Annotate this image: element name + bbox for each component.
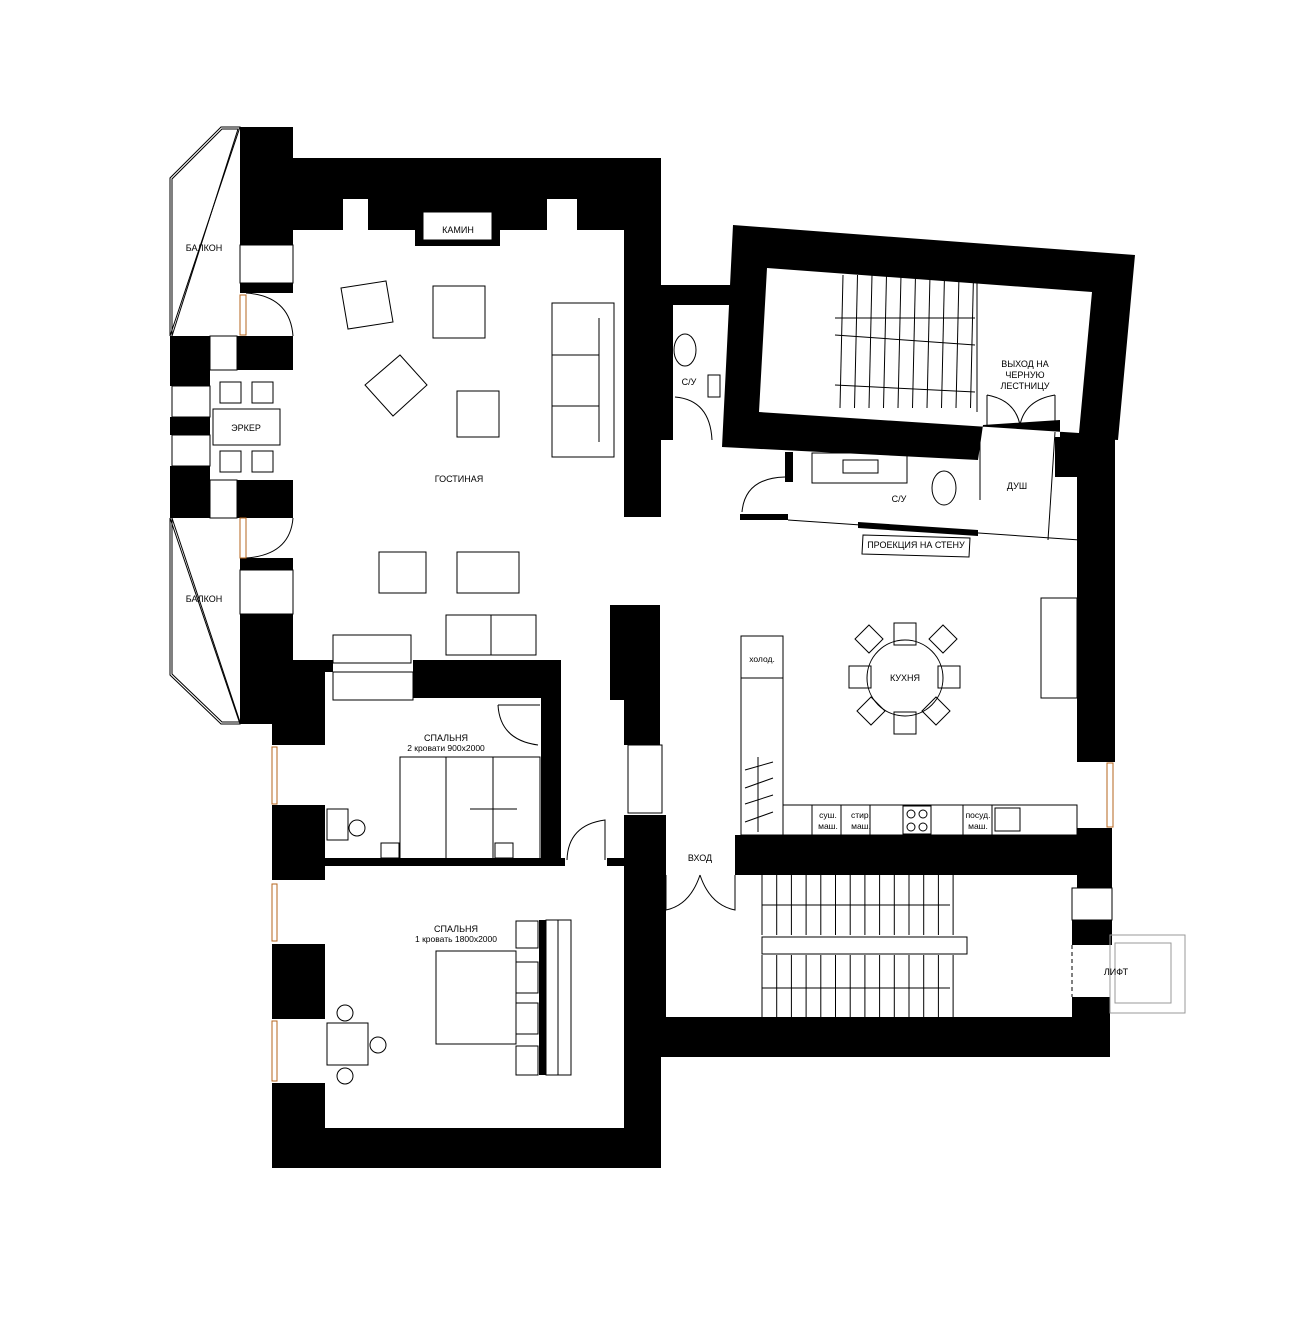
room-labels: БАЛКОН БАЛКОН ЭРКЕР КАМИН ГОСТИНАЯ С/У С…	[186, 225, 1129, 977]
stair-tread	[834, 334, 976, 346]
label-bay: ЭРКЕР	[231, 423, 261, 433]
label-dishwasher-1: посуд.	[966, 810, 991, 820]
label-dishwasher-2: маш.	[968, 821, 988, 831]
label-back-exit-1: ВЫХОД НА	[1001, 359, 1049, 369]
entrance-stair-lift	[665, 874, 1186, 1017]
bedroom-furniture	[271, 704, 606, 1085]
label-wc-main: С/У	[892, 494, 907, 504]
label-washer-1: стир.	[851, 810, 871, 820]
label-bedroom1-title: СПАЛЬНЯ	[424, 733, 468, 743]
label-back-exit-2: ЧЕРНУЮ	[1005, 370, 1044, 380]
label-entrance: ВХОД	[688, 853, 712, 863]
label-projection: ПРОЕКЦИЯ НА СТЕНУ	[867, 540, 965, 550]
label-lift: ЛИФТ	[1104, 967, 1129, 977]
stair-landing	[761, 936, 968, 955]
stair-tread	[834, 384, 976, 393]
label-living-room: ГОСТИНАЯ	[435, 474, 484, 484]
walls	[170, 127, 1135, 1168]
label-bedroom2-title: СПАЛЬНЯ	[434, 924, 478, 934]
main-wc-fixtures	[741, 394, 1081, 558]
stair-tread	[839, 274, 844, 409]
label-balcony-top: БАЛКОН	[186, 243, 222, 253]
label-back-exit-3: ЛЕСТНИЦУ	[1001, 381, 1050, 391]
label-shower: ДУШ	[1007, 481, 1027, 491]
label-washer-2: маш.	[851, 821, 871, 831]
living-furniture	[332, 199, 615, 701]
label-wc-small: С/У	[682, 377, 697, 387]
balconies	[169, 126, 294, 725]
label-bedroom1-sub: 2 кровати 900x2000	[407, 743, 485, 753]
stair-tread	[854, 274, 858, 409]
label-fridge: холод.	[749, 654, 775, 664]
stair-tread	[941, 274, 945, 409]
stair-tread	[883, 274, 887, 409]
small-wc-fixtures	[673, 333, 721, 441]
label-bedroom2-sub: 1 кровать 1800x2000	[415, 934, 497, 944]
stair-tread	[868, 274, 873, 409]
label-dryer-1: суш.	[819, 810, 837, 820]
stair-tread	[955, 274, 960, 409]
label-kitchen: КУХНЯ	[890, 673, 920, 683]
label-balcony-bottom: БАЛКОН	[186, 594, 222, 604]
label-dryer-2: маш.	[818, 821, 838, 831]
bay-window-area	[171, 335, 281, 519]
back-staircase	[834, 272, 978, 412]
kitchen-furniture	[627, 597, 1114, 836]
label-fireplace: КАМИН	[442, 225, 474, 235]
stair-tread	[970, 274, 974, 409]
stair-tread	[897, 274, 902, 409]
stair-tread	[912, 274, 916, 409]
